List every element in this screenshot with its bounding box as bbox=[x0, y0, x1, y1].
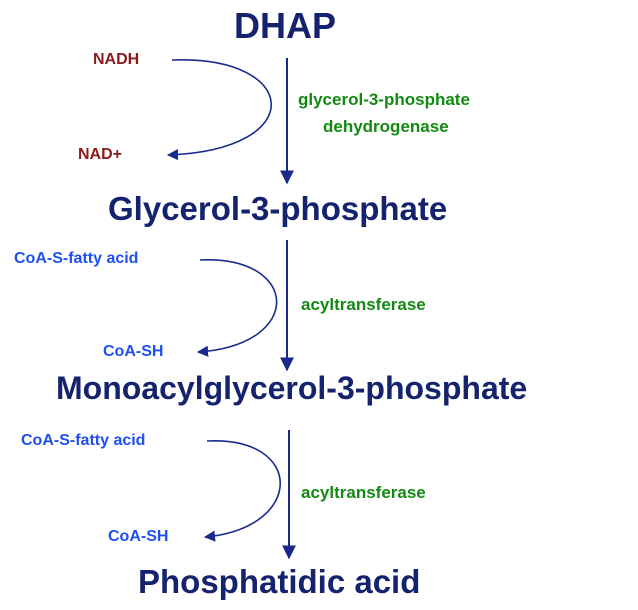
enzyme-glycerol-3-phosphate-dehydrogenase-line2: dehydrogenase bbox=[323, 117, 449, 136]
cofactor-arrow-1 bbox=[166, 59, 273, 161]
cofactor-nad-plus: NAD+ bbox=[78, 146, 123, 163]
cofactor-coa-sh-1: CoA-SH bbox=[103, 343, 164, 360]
enzyme-glycerol-3-phosphate-dehydrogenase-line1: glycerol-3-phosphate bbox=[298, 90, 470, 109]
metabolite-phosphatidic-acid: Phosphatidic acid bbox=[138, 563, 421, 600]
cofactor-arrow-3 bbox=[203, 440, 282, 542]
cofactor-nadh: NADH bbox=[93, 51, 140, 68]
cofactor-coa-sh-2: CoA-SH bbox=[108, 528, 169, 545]
cofactor-coa-s-fatty-acid-2: CoA-S-fatty acid bbox=[21, 432, 146, 449]
enzyme-acyltransferase-1: acyltransferase bbox=[301, 295, 426, 314]
metabolite-glycerol-3-phosphate: Glycerol-3-phosphate bbox=[108, 190, 448, 227]
metabolite-monoacylglycerol-3-phosphate: Monoacylglycerol-3-phosphate bbox=[56, 370, 528, 406]
cofactor-coa-s-fatty-acid-1: CoA-S-fatty acid bbox=[14, 250, 139, 267]
enzyme-acyltransferase-2: acyltransferase bbox=[301, 483, 426, 502]
metabolite-dhap: DHAP bbox=[234, 5, 337, 46]
cofactor-arrow-2 bbox=[196, 259, 278, 357]
